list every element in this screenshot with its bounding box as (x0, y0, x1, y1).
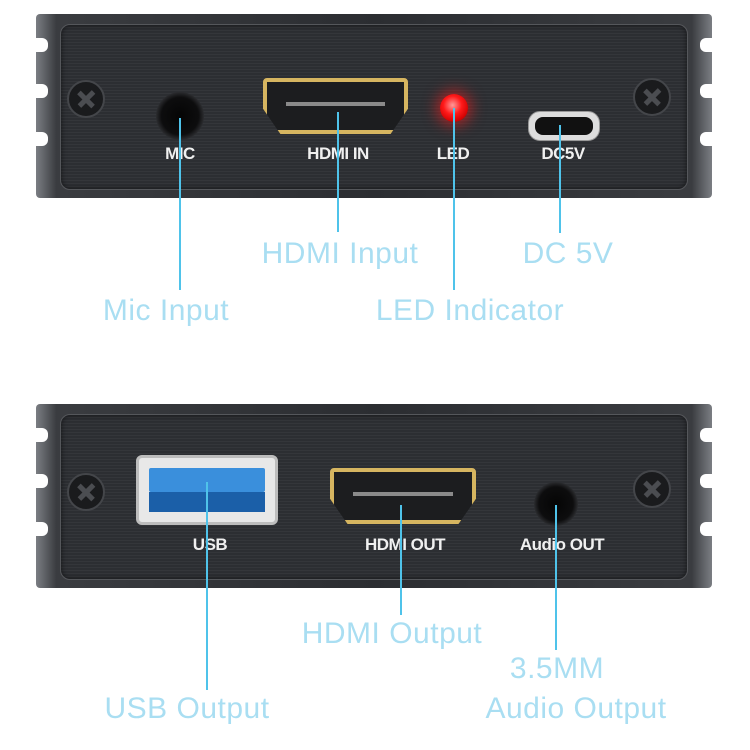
fin-notch (36, 38, 48, 52)
screw-icon (633, 78, 671, 116)
callout-led-indicator: LED Indicator (375, 294, 565, 327)
fin-notch (36, 474, 48, 488)
port-label-usb: USB (192, 535, 228, 554)
callout-hdmi-output: HDMI Output (301, 617, 483, 650)
port-label-hdmi-out: HDMI OUT (364, 535, 446, 554)
leader-line-usb (206, 482, 208, 690)
fin-notch (700, 132, 712, 146)
fin-notch (700, 474, 712, 488)
hdmi-in-port (263, 78, 408, 134)
callout-dc-5v: DC 5V (522, 237, 614, 270)
callout-audio-size: 3.5MM (509, 652, 605, 685)
fin-notch (36, 84, 48, 98)
screw-icon (633, 470, 671, 508)
leader-line-led (453, 108, 455, 290)
fin-notch (36, 428, 48, 442)
callout-hdmi-input: HDMI Input (261, 237, 419, 270)
screw-icon (67, 473, 105, 511)
leader-line-dc (559, 125, 561, 233)
fin-notch (700, 522, 712, 536)
fin-notch (36, 132, 48, 146)
port-label-audio-out: Audio OUT (519, 535, 605, 554)
fin-notch (700, 84, 712, 98)
leader-line-audio-out (555, 505, 557, 650)
leader-line-mic (179, 118, 181, 290)
fin-notch (36, 522, 48, 536)
screw-icon (67, 80, 105, 118)
callout-audio-output: Audio Output (485, 692, 667, 725)
leader-line-hdmi-in (337, 112, 339, 232)
hdmi-out-port (330, 468, 476, 524)
port-label-dc: DC5V (541, 144, 585, 163)
leader-line-hdmi-out (400, 505, 402, 615)
micro-usb-dc-port (528, 111, 600, 141)
callout-usb-output: USB Output (104, 692, 270, 725)
fin-notch (700, 428, 712, 442)
fin-notch (700, 38, 712, 52)
callout-mic-input: Mic Input (102, 294, 230, 327)
